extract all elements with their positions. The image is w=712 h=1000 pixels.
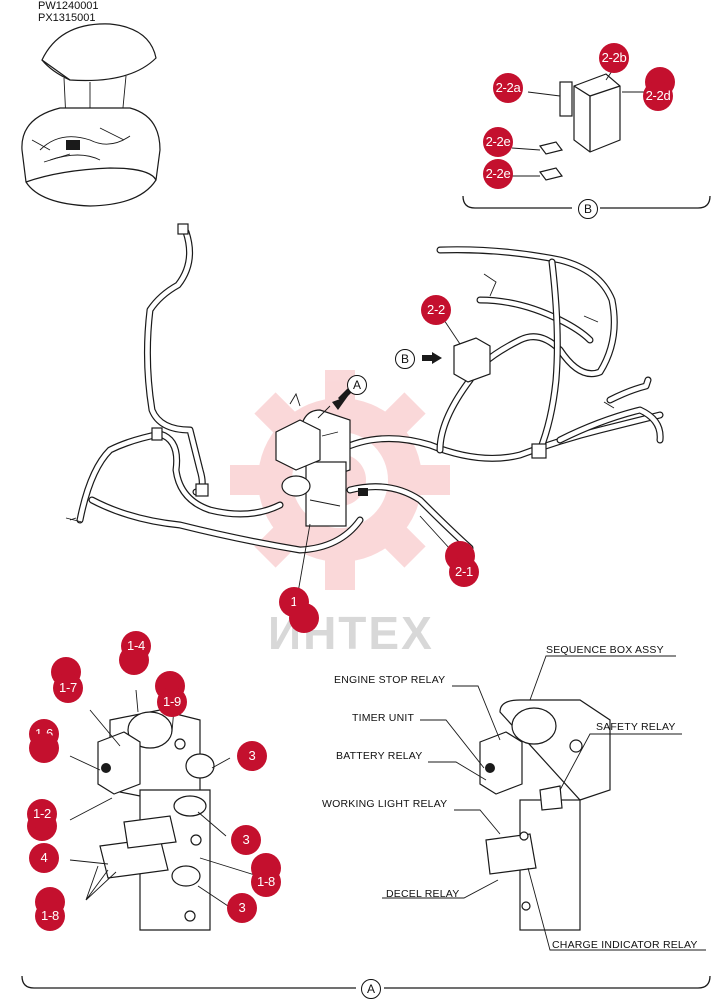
label-engine-stop-relay: ENGINE STOP RELAY xyxy=(334,674,446,686)
view-marker-b-main: B xyxy=(395,349,415,369)
view-b-frame xyxy=(462,61,711,209)
label-timer-unit: TIMER UNIT xyxy=(352,712,415,724)
exploded-bracket-left xyxy=(69,689,259,931)
callout-2-2e-lower[interactable]: 2-2e xyxy=(483,159,513,189)
callout-2-2b[interactable]: 2-2b xyxy=(599,43,629,73)
callout-3-upper[interactable]: 3 xyxy=(237,741,267,771)
callout-2-2[interactable]: 2-2 xyxy=(421,295,451,325)
label-safety-relay: SAFETY RELAY xyxy=(596,721,676,733)
callout-2-1[interactable]: 2-1 xyxy=(449,557,479,587)
sequence-box-main xyxy=(275,392,368,527)
callout-2-2a[interactable]: 2-2a xyxy=(493,73,523,103)
callout-1-2[interactable]: 1-2 xyxy=(27,799,57,829)
label-working-light-relay: WORKING LIGHT RELAY xyxy=(322,798,448,810)
callout-1-7[interactable]: 1-7 xyxy=(53,673,83,703)
label-battery-relay: BATTERY RELAY xyxy=(336,750,423,762)
callout-1-ghost xyxy=(289,603,319,633)
callout-2-2d[interactable]: 2-2d xyxy=(643,81,673,111)
view-a-frame xyxy=(21,975,711,989)
callout-1-6-ghost xyxy=(29,733,59,763)
machine-thumbnail xyxy=(21,23,161,207)
label-sequence-box: SEQUENCE BOX ASSY xyxy=(546,644,664,656)
label-decel-relay: DECEL RELAY xyxy=(386,888,460,900)
callout-3-lower[interactable]: 3 xyxy=(227,893,257,923)
callout-1-8-right[interactable]: 1-8 xyxy=(251,867,281,897)
callout-1-9[interactable]: 1-9 xyxy=(157,687,187,717)
label-charge-indicator-relay: CHARGE INDICATOR RELAY xyxy=(552,939,698,951)
exploded-bracket-right xyxy=(382,655,706,951)
model-code-2: PX1315001 xyxy=(38,12,96,24)
view-marker-a-main: A xyxy=(347,375,367,395)
view-marker-b-top: B xyxy=(578,199,598,219)
callout-1-8-left[interactable]: 1-8 xyxy=(35,901,65,931)
callout-3-middle[interactable]: 3 xyxy=(231,825,261,855)
callout-1-4[interactable]: 1-4 xyxy=(121,631,151,661)
callout-2-2e-upper[interactable]: 2-2e xyxy=(483,127,513,157)
model-code-1: PW1240001 xyxy=(38,0,99,12)
view-marker-a-bottom: A xyxy=(361,979,381,999)
main-harness xyxy=(65,223,664,554)
callout-4[interactable]: 4 xyxy=(29,843,59,873)
model-codes: PW1240001 PX1315001 xyxy=(38,0,99,24)
